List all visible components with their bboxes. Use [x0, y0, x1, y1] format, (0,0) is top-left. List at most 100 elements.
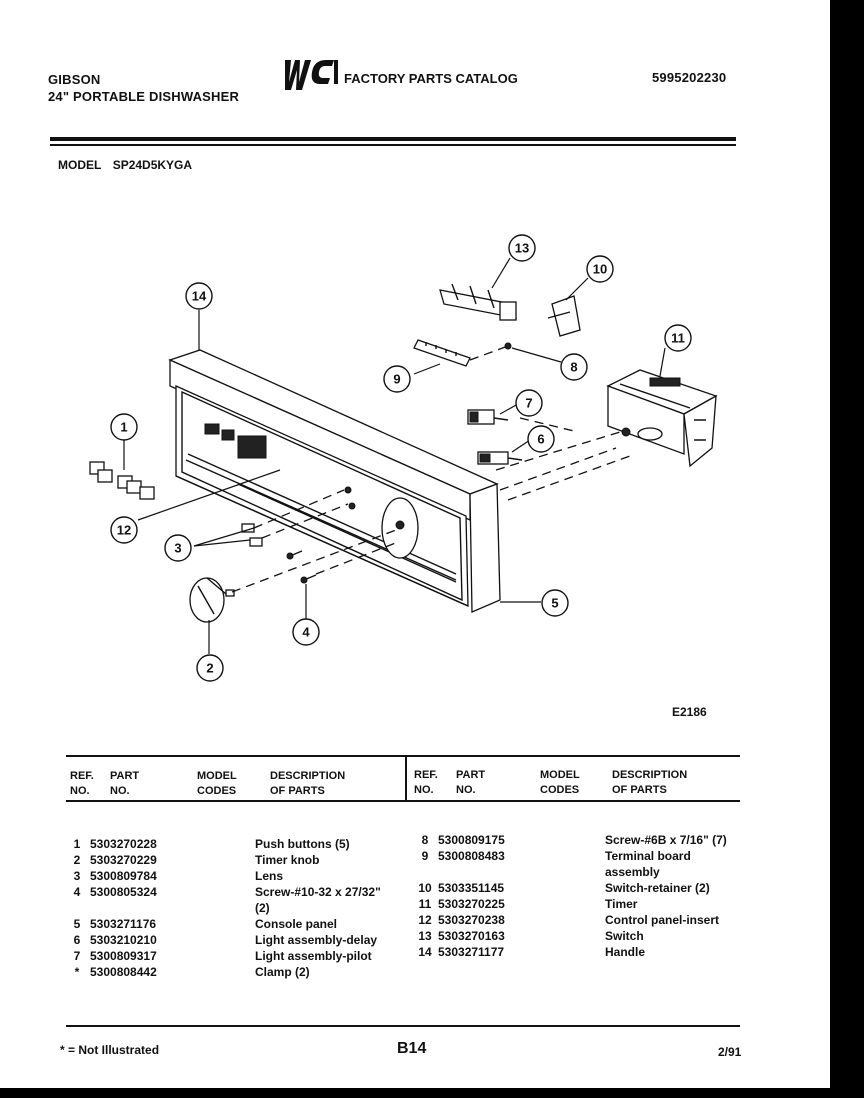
row-part: 5300809784: [90, 869, 157, 883]
header-rule: [50, 137, 736, 141]
row-desc: Switch-retainer (2): [605, 881, 710, 895]
row-part: 5300809317: [90, 949, 157, 963]
row-ref: 11: [418, 897, 432, 911]
callout-13: 13: [508, 234, 536, 262]
callout-2: 2: [196, 654, 224, 682]
callout-6: 6: [527, 425, 555, 453]
svg-text:14: 14: [192, 289, 207, 304]
row-ref: 9: [421, 849, 429, 863]
switch-retainer: [547, 295, 581, 337]
leader-lines: [123, 257, 666, 654]
row-desc: Timer: [605, 897, 638, 911]
col-header-ref-right: REF. NO.: [414, 769, 438, 796]
callout-9: 9: [383, 365, 411, 393]
svg-text:9: 9: [393, 372, 400, 387]
row-ref: 5: [73, 917, 81, 931]
not-illustrated-note: * = Not Illustrated: [60, 1043, 160, 1057]
row-ref: 2: [73, 853, 81, 867]
svg-text:13: 13: [515, 241, 529, 256]
svg-text:12: 12: [117, 523, 131, 538]
row-part: 5303271177: [438, 945, 505, 959]
row-part: 5303210210: [90, 933, 157, 947]
catalog-title: FACTORY PARTS CATALOG: [344, 70, 518, 86]
callout-1: 1: [110, 413, 138, 441]
row-desc: Light assembly-pilot: [255, 949, 372, 963]
row-part: 5300809175: [438, 833, 505, 847]
svg-text:2: 2: [206, 661, 213, 676]
row-desc: Timer knob: [255, 853, 320, 867]
diagram-code: E2186: [672, 705, 707, 719]
row-part: 5303351145: [438, 881, 505, 895]
col-header-model-right: MODEL CODES: [540, 769, 580, 796]
callout-7: 7: [515, 389, 543, 417]
svg-text:10: 10: [593, 262, 607, 277]
terminal-board: [413, 339, 471, 367]
row-ref: 8: [421, 833, 429, 847]
model-label: MODEL: [58, 158, 102, 172]
screws: [286, 486, 356, 584]
row-desc: Lens: [255, 869, 284, 883]
col-header-part-right: PART NO.: [456, 769, 486, 796]
callout-10: 10: [586, 255, 614, 283]
console-indicator-window: [204, 423, 267, 459]
timer-knob: [189, 577, 235, 623]
row-desc: Screw-#10-32 x 27/32": [255, 885, 381, 899]
callout-5: 5: [541, 589, 569, 617]
row-desc: Switch: [605, 929, 644, 943]
row-desc: Push buttons (5): [255, 837, 350, 851]
row-desc: Screw-#6B x 7/16" (7): [605, 833, 727, 847]
callout-14: 14: [185, 282, 213, 310]
svg-text:6: 6: [537, 432, 544, 447]
lens-parts: [241, 523, 263, 547]
row-desc: Light assembly-delay: [255, 933, 378, 947]
model-line: MODEL SP24D5KYGA: [58, 158, 200, 172]
row-ref: 3: [73, 869, 81, 883]
model-number: SP24D5KYGA: [112, 158, 193, 172]
row-part: 5303270238: [438, 913, 505, 927]
header-rule-thin: [50, 144, 736, 146]
wci-logo: FACTORY PARTS CATALOG: [282, 58, 518, 92]
row-part: 5303270229: [90, 853, 157, 867]
row-part: 5300808442: [90, 965, 157, 979]
row-ref: *: [74, 965, 80, 979]
callout-4: 4: [292, 618, 320, 646]
row-part: 5303270228: [90, 837, 157, 851]
catalog-number: 5995202230: [652, 70, 727, 85]
push-buttons: [89, 461, 155, 500]
wci-logo-mark: [285, 60, 338, 90]
svg-text:3: 3: [174, 541, 181, 556]
row-part: 5303271176: [90, 917, 157, 931]
table-rule-top: [66, 755, 740, 757]
light-assemblies: [467, 409, 523, 465]
row-ref: 6: [73, 933, 81, 947]
screw-8: [504, 342, 512, 350]
col-header-desc: DESCRIPTION OF PARTS: [270, 770, 346, 797]
console-panel: [168, 349, 501, 613]
col-header-desc-right: DESCRIPTION OF PARTS: [612, 769, 688, 796]
col-header-ref: REF. NO.: [70, 770, 94, 797]
exploded-parts-diagram: .ln { stroke: #111; stroke-width: 1.4; f…: [89, 234, 718, 682]
assembly-lines: [231, 345, 631, 593]
svg-text:11: 11: [671, 331, 685, 346]
row-ref: 14: [418, 945, 432, 959]
row-ref: 7: [73, 949, 81, 963]
callout-11: 11: [664, 324, 692, 352]
row-ref: 10: [418, 881, 432, 895]
page-border-bottom: [0, 1088, 864, 1098]
row-desc: assembly: [605, 865, 660, 879]
switch: [439, 283, 517, 321]
callout-12: 12: [110, 516, 138, 544]
row-part: 5300805324: [90, 885, 157, 899]
row-part: 5300808483: [438, 849, 505, 863]
revision-date: 2/91: [718, 1045, 742, 1059]
svg-text:1: 1: [120, 420, 127, 435]
col-header-model: MODEL CODES: [197, 770, 237, 797]
row-ref: 13: [418, 929, 432, 943]
callout-8: 8: [560, 353, 588, 381]
row-part: 5303270163: [438, 929, 505, 943]
table-rule-bottom: [66, 1025, 740, 1027]
row-desc: Handle: [605, 945, 646, 959]
timer: [606, 369, 718, 468]
col-header-part: PART NO.: [110, 770, 140, 797]
brand-name: GIBSON: [48, 72, 101, 87]
